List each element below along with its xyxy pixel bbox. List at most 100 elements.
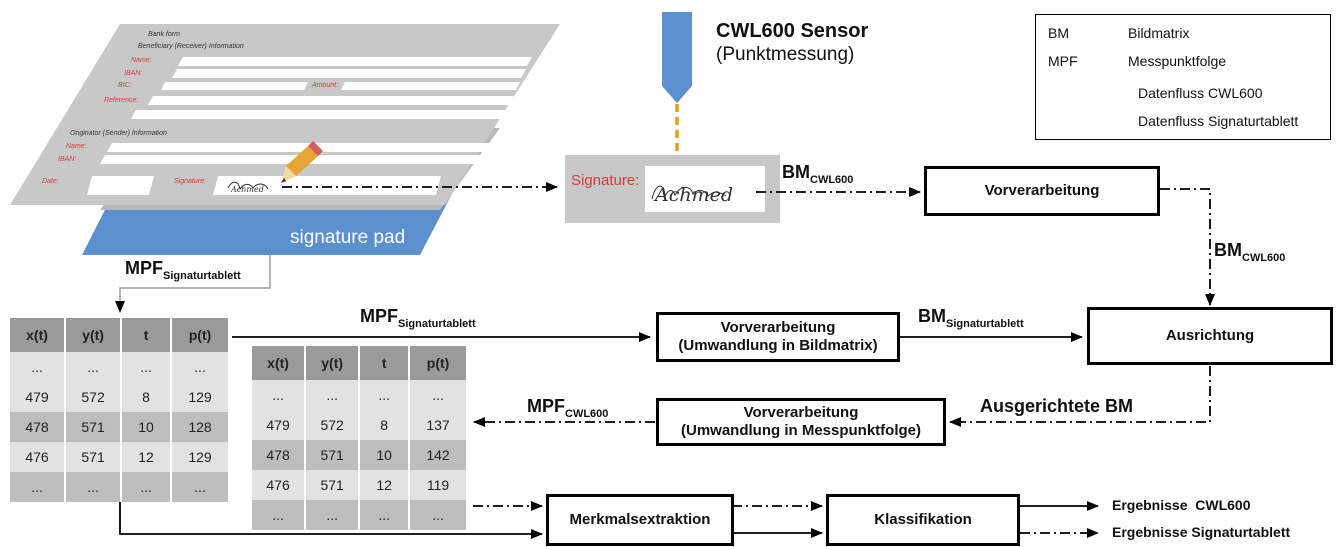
crop-signature-label: Signature: xyxy=(571,172,640,189)
table-header: t xyxy=(359,346,411,380)
form-reference-label: Reference: xyxy=(104,97,139,104)
table-cell: ... xyxy=(359,500,411,530)
arrow-ausrichtung-to-vorv-mess xyxy=(949,366,1211,427)
arrow-sigtable-to-merkmal xyxy=(119,495,543,539)
table-header: y(t) xyxy=(65,318,123,352)
signature-crop-field xyxy=(645,166,765,212)
form-bank-title: Bank form xyxy=(148,31,180,38)
table-row: 479 572 8 129 xyxy=(10,382,230,412)
legend-desc: Messpunktfolge xyxy=(1128,53,1227,69)
box-vorverarbeitung-bildmatrix: Vorverarbeitung (Umwandlung in Bildmatri… xyxy=(656,312,900,362)
form-iban-label: IBAN: xyxy=(124,70,143,77)
table-row: 478 571 10 128 xyxy=(10,412,230,442)
form-iban2-label: IBAN: xyxy=(58,156,77,163)
signature-pad-label: signature pad xyxy=(290,227,406,248)
form-fields xyxy=(87,57,532,195)
table-cell: ... xyxy=(10,352,67,382)
table-header: x(t) xyxy=(10,318,67,352)
legend-desc: Datenfluss Signaturtablett xyxy=(1138,113,1299,129)
table-cell: ... xyxy=(121,352,173,382)
legend-abbr: MPF xyxy=(1048,53,1078,69)
table-header: p(t) xyxy=(171,318,230,352)
box-vorverarbeitung: Vorverarbeitung xyxy=(924,166,1160,216)
form-bic-label: BIC: xyxy=(118,82,132,89)
form-signature-label: Signature: xyxy=(174,178,206,185)
result-cwl: Ergebnisse CWL600 xyxy=(1112,497,1251,513)
table-cell: 571 xyxy=(305,470,361,500)
form-date-label: Date: xyxy=(42,178,59,185)
table-cell: ... xyxy=(65,472,123,502)
legend-desc: Datenfluss CWL600 xyxy=(1138,85,1263,101)
table-cell: 479 xyxy=(10,382,67,412)
table-cell: ... xyxy=(10,472,67,502)
table-cell: ... xyxy=(409,500,468,530)
table-cell: ... xyxy=(171,472,230,502)
label-mpf-sig-pad: MPFSignaturtablett xyxy=(125,258,241,282)
table-cwl600: x(t) y(t) t p(t) ... ... ... ... 479 572… xyxy=(252,346,468,530)
table-cell: 12 xyxy=(121,442,173,472)
table-cell: 571 xyxy=(305,440,361,470)
table-row: 476 571 12 129 xyxy=(10,442,230,472)
table-cell: ... xyxy=(252,500,307,530)
table-row: ... ... ... ... xyxy=(10,472,230,502)
table-cell: ... xyxy=(171,352,230,382)
form-originator-heading: Originator (Sender) Information xyxy=(70,130,167,137)
table-cell: 12 xyxy=(359,470,411,500)
form-beneficiary-heading: Beneficiary (Receiver) Information xyxy=(138,43,244,50)
box-merkmalsextraktion: Merkmalsextraktion xyxy=(546,494,734,546)
table-cell: 137 xyxy=(409,410,468,440)
table-cell: 129 xyxy=(171,442,230,472)
box-vorverarbeitung-messpunktfolge: Vorverarbeitung (Umwandlung in Messpunkt… xyxy=(656,398,946,446)
table-cell: 571 xyxy=(65,442,123,472)
table-cell: 129 xyxy=(171,382,230,412)
table-cell: 10 xyxy=(359,440,411,470)
table-row: ... ... ... ... xyxy=(252,380,468,410)
table-cell: 478 xyxy=(252,440,307,470)
label-bm-cwl-right: BMCWL600 xyxy=(1214,240,1286,264)
table-cell: ... xyxy=(305,500,361,530)
table-row: ... ... ... ... xyxy=(10,352,230,382)
table-cell: 571 xyxy=(65,412,123,442)
arrow-pad-to-table xyxy=(115,255,271,313)
table-signaturtablett: x(t) y(t) t p(t) ... ... ... ... 479 572… xyxy=(10,318,230,502)
label-bm-cwl-top: BMCWL600 xyxy=(782,162,854,186)
table-cell: 8 xyxy=(359,410,411,440)
form-signature-text: Achmed xyxy=(231,185,264,194)
crop-signature-text: Achmed xyxy=(655,184,734,206)
pen-icon xyxy=(281,141,323,183)
table-cell: 476 xyxy=(10,442,67,472)
table-cell: 479 xyxy=(252,410,307,440)
legend-desc: Bildmatrix xyxy=(1128,25,1190,41)
table-cell: 478 xyxy=(10,412,67,442)
form-signature-stroke xyxy=(227,181,269,191)
table-cell: ... xyxy=(252,380,307,410)
box-klassifikation: Klassifikation xyxy=(826,494,1020,546)
sensor-body xyxy=(662,12,692,86)
label-ausgerichtete-bm: Ausgerichtete BM xyxy=(980,396,1134,416)
form-name-label: Name: xyxy=(131,57,152,64)
table-header: t xyxy=(121,318,173,352)
form-name2-label: Name: xyxy=(66,143,87,150)
table-header: y(t) xyxy=(305,346,361,380)
table-cell: 10 xyxy=(121,412,173,442)
table-header: p(t) xyxy=(409,346,468,380)
table-cell: ... xyxy=(359,380,411,410)
table-cell: 119 xyxy=(409,470,468,500)
table-cell: 142 xyxy=(409,440,468,470)
table-cell: 476 xyxy=(252,470,307,500)
table-row: ... ... ... ... xyxy=(252,500,468,530)
table-row: 478 571 10 142 xyxy=(252,440,468,470)
table-row: 476 571 12 119 xyxy=(252,470,468,500)
sensor-subtitle: (Punktmessung) xyxy=(716,44,855,65)
arrow-vorv-to-ausrichtung xyxy=(1160,188,1215,306)
label-bm-sig: BMSignaturtablett xyxy=(918,306,1024,330)
table-cell: 8 xyxy=(121,382,173,412)
table-cell: 128 xyxy=(171,412,230,442)
table-row: 479 572 8 137 xyxy=(252,410,468,440)
legend-abbr: BM xyxy=(1048,25,1069,41)
table-cell: ... xyxy=(409,380,468,410)
result-sig: Ergebnisse Signaturtablett xyxy=(1112,524,1291,540)
legend: BM Bildmatrix MPF Messpunktfolge Datenfl… xyxy=(1035,14,1331,140)
table-cell: ... xyxy=(65,352,123,382)
